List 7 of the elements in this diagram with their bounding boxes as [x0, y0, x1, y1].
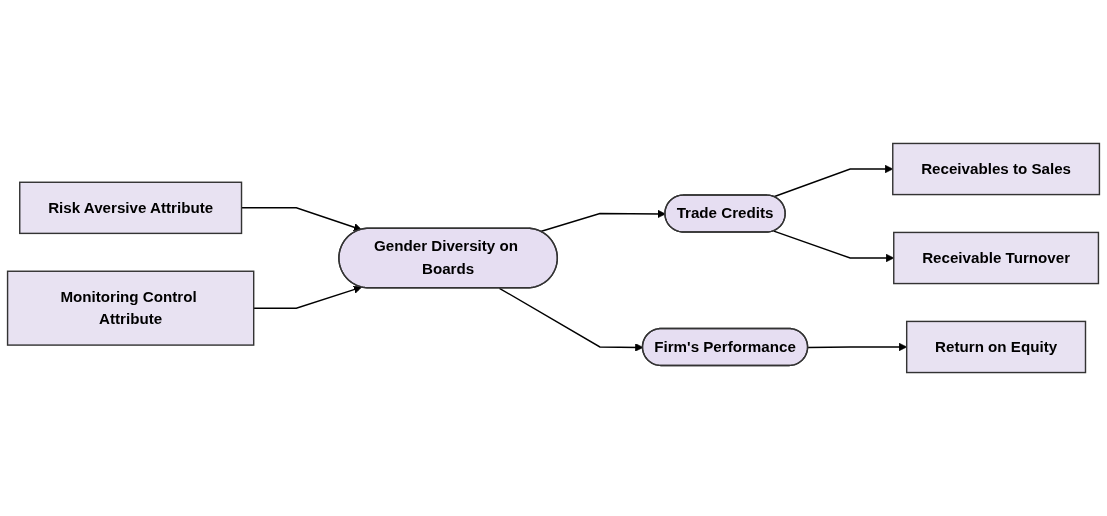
node-box: Risk Aversive Attribute [19, 181, 243, 235]
node-box: Receivables to Sales [892, 142, 1101, 196]
node-box: Receivable Turnover [893, 231, 1100, 285]
node-box: Return on Equity [906, 320, 1087, 374]
node-box: Monitoring Control Attribute [6, 270, 255, 346]
arrow [539, 209, 666, 233]
arrow [253, 285, 362, 309]
